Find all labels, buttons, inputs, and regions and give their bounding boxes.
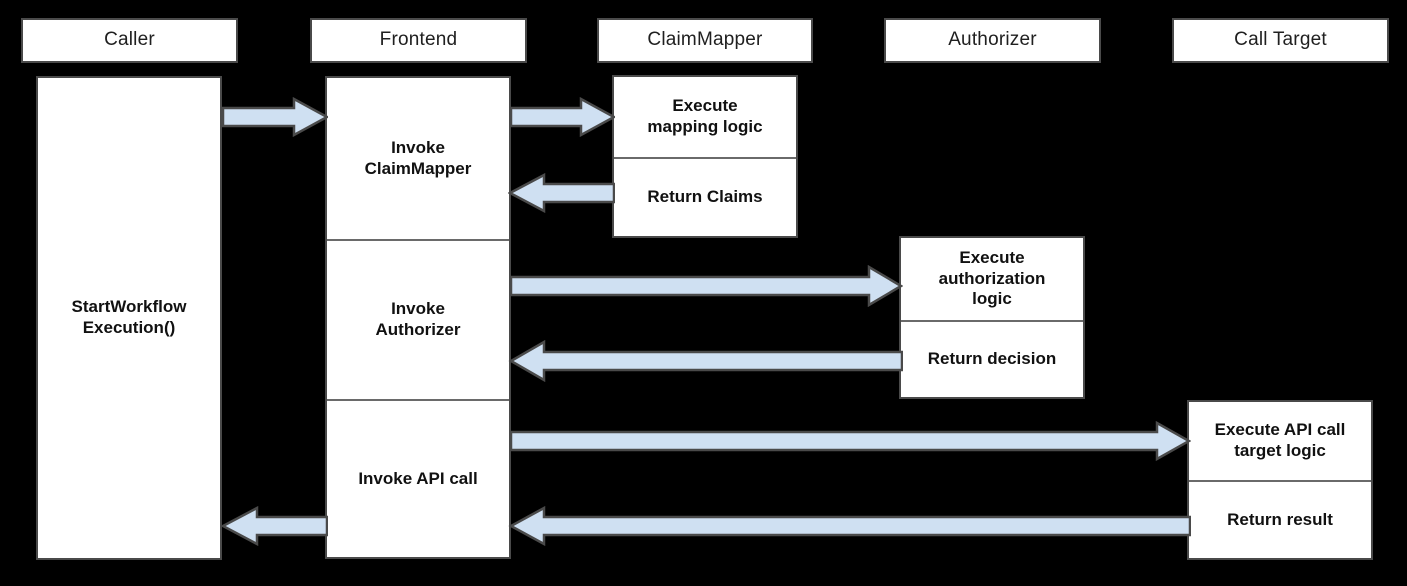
lane-header-caller-label: Caller bbox=[104, 29, 155, 51]
activation-cell-execute-mapping-logic: Execute mapping logic bbox=[647, 96, 763, 136]
message-arrow-authorizer-to-frontend bbox=[508, 340, 903, 382]
message-arrow-frontend-to-authorizer bbox=[510, 265, 903, 307]
message-arrow-frontend-to-calltarget bbox=[510, 421, 1191, 461]
activation-cell-invoke-claimmapper: Invoke ClaimMapper bbox=[364, 137, 472, 178]
activation-cell-execute-api-call-target-logic: Execute API call target logic bbox=[1214, 420, 1346, 460]
lane-header-authorizer-label: Authorizer bbox=[948, 29, 1037, 51]
lane-header-claimmapper: ClaimMapper bbox=[597, 18, 813, 63]
activation-frontend: Invoke ClaimMapper Invoke Authorizer Inv… bbox=[325, 76, 511, 559]
activation-cell-invoke-api-call: Invoke API call bbox=[327, 399, 509, 557]
activation-caller: StartWorkflow Execution() bbox=[36, 76, 222, 560]
activation-claimmapper: Execute mapping logic Return Claims bbox=[612, 75, 798, 238]
activation-cell-execute-authorization-logic: Execute authorization logic bbox=[938, 247, 1046, 309]
activation-cell-start-workflow-execution: StartWorkflow Execution() bbox=[71, 297, 187, 337]
lane-header-claimmapper-label: ClaimMapper bbox=[647, 29, 763, 51]
lane-header-frontend: Frontend bbox=[310, 18, 527, 63]
lane-header-frontend-label: Frontend bbox=[379, 29, 458, 51]
activation-cell-return-result: Return result bbox=[1189, 480, 1371, 558]
message-arrow-claimmapper-to-frontend bbox=[508, 173, 615, 213]
activation-calltarget: Execute API call target logic Return res… bbox=[1187, 400, 1373, 560]
message-arrow-frontend-to-caller bbox=[220, 506, 328, 546]
lane-header-caller: Caller bbox=[21, 18, 238, 63]
message-arrow-calltarget-to-frontend bbox=[508, 506, 1191, 546]
lane-header-calltarget-label: Call Target bbox=[1234, 29, 1327, 51]
message-arrow-caller-to-frontend bbox=[222, 97, 328, 137]
lane-header-calltarget: Call Target bbox=[1172, 18, 1389, 63]
activation-cell-invoke-authorizer: Invoke Authorizer bbox=[327, 239, 509, 399]
activation-cell-return-claims: Return Claims bbox=[614, 157, 796, 236]
lane-header-authorizer: Authorizer bbox=[884, 18, 1101, 63]
activation-authorizer: Execute authorization logic Return decis… bbox=[899, 236, 1085, 399]
activation-cell-return-decision: Return decision bbox=[901, 320, 1083, 397]
message-arrow-frontend-to-claimmapper bbox=[510, 97, 615, 137]
